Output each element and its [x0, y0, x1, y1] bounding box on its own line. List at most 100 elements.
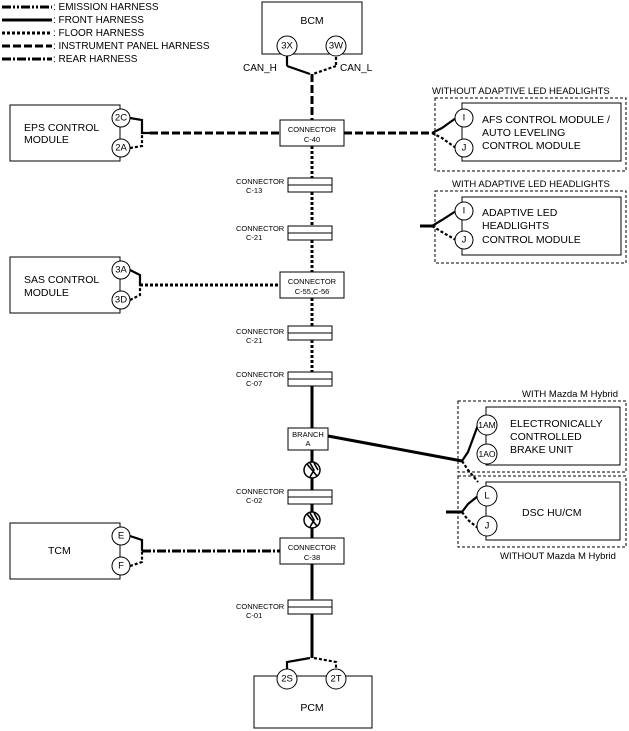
ebu-dashed-frame	[457, 400, 627, 473]
dsc-label: DSC HU/CM	[522, 507, 582, 519]
tcm-label: TCM	[48, 545, 71, 557]
pcm-box	[253, 675, 373, 729]
bcm-pin-3x	[276, 35, 298, 57]
branch-a-label-1: BRANCH	[292, 430, 324, 439]
afs-pin-i-label: I	[463, 113, 466, 124]
ebu-pin-1am-label: 1AM	[478, 420, 495, 430]
sas-pin-3d	[111, 290, 131, 310]
tcm-f-stub	[129, 551, 144, 568]
connector-c55-box	[279, 271, 345, 299]
dsc-pin-l	[476, 485, 498, 507]
branch-a-box	[287, 427, 329, 451]
sas-label-2: MODULE	[24, 287, 69, 299]
bcm-label: BCM	[300, 15, 323, 27]
connector-c13-label-2: C-13	[246, 186, 262, 195]
aled-pin-j-label: J	[462, 235, 467, 246]
side-wires	[129, 116, 480, 568]
bcm-module: BCM 3X 3W CAN_H CAN_L	[243, 1, 373, 74]
connector-c40-label-1: CONNECTOR	[288, 125, 337, 134]
afs-j-stub	[431, 132, 457, 149]
connector-c01-label-1: CONNECTOR	[236, 602, 285, 611]
connector-c07-label-2: C-07	[246, 379, 262, 388]
twisted-pair-icon-mark	[306, 462, 319, 478]
pcm-2t-stub	[313, 656, 338, 672]
aled-pin-i	[454, 201, 474, 221]
connector-c02-label-2: C-02	[246, 496, 262, 505]
afs-line-3: CONTROL MODULE	[482, 140, 581, 152]
dsc-box	[485, 481, 621, 541]
afs-box	[461, 102, 622, 162]
ebu-line-3: BRAKE UNIT	[510, 444, 574, 456]
connector-c38-label-1: CONNECTOR	[288, 543, 337, 552]
ebu-1ao-stub	[461, 460, 479, 483]
afs-group-label: WITHOUT ADAPTIVE LED HEADLIGHTS	[432, 86, 610, 97]
tcm-module: TCM E F	[9, 522, 131, 580]
ebu-group: WITH Mazda M Hybrid ELECTRONICALLY CONTR…	[457, 389, 627, 473]
dsc-pin-j	[476, 515, 498, 537]
aled-group-label: WITH ADAPTIVE LED HEADLIGHTS	[452, 179, 610, 190]
connector-c21b: CONNECTOR C-21	[236, 325, 333, 345]
aled-box	[461, 196, 622, 256]
aled-group: WITH ADAPTIVE LED HEADLIGHTS ADAPTIVE LE…	[434, 179, 627, 264]
tcm-e-stub	[129, 534, 144, 551]
connector-c07: CONNECTOR C-07	[236, 370, 333, 388]
aled-line-1: ADAPTIVE LED	[482, 207, 558, 219]
dsc-dashed-frame	[457, 475, 627, 548]
afs-i-stub	[431, 117, 457, 134]
afs-line-2: AUTO LEVELING	[482, 127, 565, 139]
terminal-symbol-upper	[303, 461, 321, 479]
eps-label-1: EPS CONTROL	[24, 122, 99, 134]
connector-c21a-label-2: C-21	[246, 233, 262, 242]
eps-label-2: MODULE	[24, 134, 69, 146]
tcm-box	[9, 522, 121, 580]
afs-pin-i	[454, 108, 474, 128]
eps-pin-2c-label: 2C	[115, 113, 127, 124]
legend-front-label: : FRONT HARNESS	[53, 15, 144, 26]
aled-pin-i-label: I	[463, 206, 466, 217]
tcm-pin-f	[111, 556, 131, 576]
connector-c21a-label-1: CONNECTOR	[236, 224, 285, 233]
pcm-module: PCM 2S 2T	[253, 668, 373, 729]
branch-a-label-2: A	[305, 439, 310, 448]
connector-c55-label-2: C-55,C-56	[295, 287, 330, 296]
connector-c38-label-2: C-38	[304, 553, 320, 562]
connector-c55-label-1: CONNECTOR	[288, 277, 337, 286]
dsc-group: DSC HU/CM L J WITHOUT Mazda M Hybrid	[457, 475, 627, 562]
eps-pin-2a	[111, 138, 131, 158]
pcm-pin-2t-label: 2T	[330, 674, 341, 685]
tcm-pin-e-label: E	[118, 531, 124, 542]
afs-group: WITHOUT ADAPTIVE LED HEADLIGHTS AFS CONT…	[432, 86, 627, 172]
afs-dashed-frame	[434, 97, 627, 172]
connector-c55: CONNECTOR C-55,C-56	[279, 271, 345, 299]
pcm-pin-2s-label: 2S	[281, 674, 293, 685]
eps-module: EPS CONTROL MODULE 2C 2A	[9, 104, 131, 162]
bcm-can-h-join	[286, 64, 311, 76]
bcm-pin-3w-label: 3W	[329, 41, 343, 52]
aled-j-stub	[431, 225, 457, 241]
tcm-pin-e	[111, 526, 131, 546]
eps-pin-2a-label: 2A	[115, 143, 127, 154]
bcm-can-l-join	[312, 64, 337, 76]
connector-c13: CONNECTOR C-13	[236, 177, 333, 195]
eps-pin-2c	[111, 108, 131, 128]
connector-c40-box	[279, 119, 345, 147]
afs-pin-j	[454, 138, 474, 158]
eps-2a-stub	[129, 133, 144, 150]
dsc-pin-l-label: L	[484, 491, 489, 502]
connector-c02: CONNECTOR C-02	[236, 487, 333, 505]
sas-box	[9, 256, 121, 314]
can-h-label: CAN_H	[243, 63, 277, 74]
legend-floor-label: : FLOOR HARNESS	[53, 28, 144, 39]
legend-emission-label: : EMISSION HARNESS	[53, 2, 159, 13]
aled-line-2: HEADLIGHTS	[482, 220, 549, 232]
twisted-pair-icon-mark	[306, 512, 319, 528]
sas-3d-stub	[129, 285, 142, 301]
pcm-pin-2s	[276, 668, 298, 690]
connector-c01-label-2: C-01	[246, 611, 262, 620]
legend-instrument-label: : INSTRUMENT PANEL HARNESS	[53, 41, 210, 52]
eps-box	[9, 104, 121, 162]
connector-c40-label-2: C-40	[304, 135, 320, 144]
connector-c38-box	[279, 537, 345, 565]
dsc-j-stub	[461, 511, 479, 529]
